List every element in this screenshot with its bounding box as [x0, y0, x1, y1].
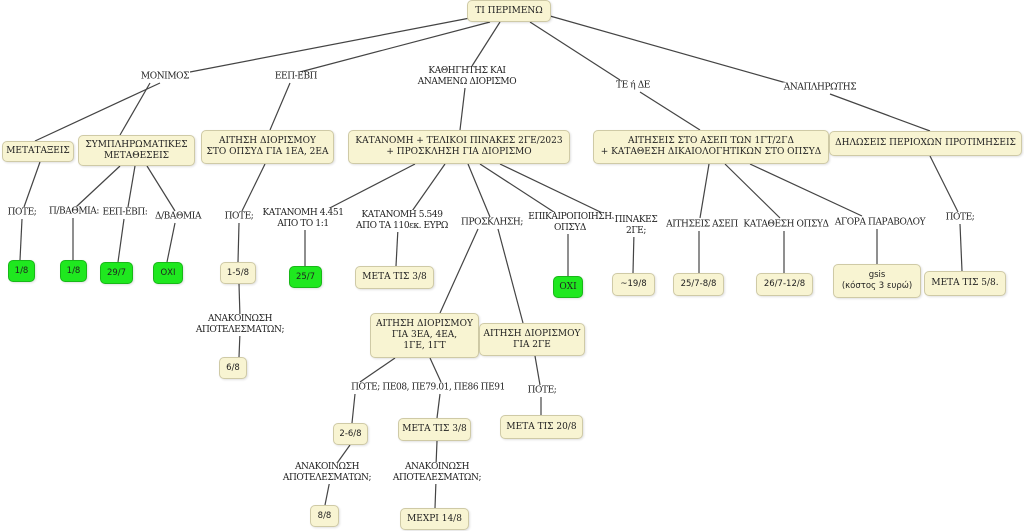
connector-line	[929, 155, 959, 213]
link-anakoinwsi: ΑΝΑΚΟΙΝΩΣΗ ΑΠΟΤΕΛΕΣΜΑΤΩΝ;	[281, 462, 373, 484]
connector-line	[534, 355, 541, 386]
answer-pbathmia[interactable]: 1/8	[60, 260, 87, 282]
connector-line	[34, 82, 161, 142]
node-metataxeis[interactable]: ΜΕΤΑΤΑΞΕΙΣ	[2, 141, 74, 162]
answer-metataxeis[interactable]: 1/8	[8, 260, 35, 282]
link-pbathmia: Π/ΒΑΘΜΙΑ:	[47, 206, 101, 218]
link-agora: ΑΓΟΡΑ ΠΑΡΑΒΟΛΟΥ	[833, 217, 927, 229]
link-pote: ΠΟΤΕ;	[223, 211, 255, 223]
answer-eep[interactable]: 29/7	[100, 262, 133, 284]
connector-line	[189, 17, 471, 73]
connector-line	[75, 165, 121, 208]
connector-line	[127, 165, 136, 208]
node-aitisi-2ge[interactable]: ΑΙΤΗΣΗ ΔΙΟΡΙΣΜΟΥ ΓΙΑ 2ΓΕ	[479, 323, 585, 356]
connector-line	[241, 163, 266, 212]
connector-line	[699, 163, 710, 219]
answer-katanomi-4451[interactable]: 25/7	[289, 266, 322, 288]
connector-line	[359, 357, 396, 383]
connector-line	[479, 163, 561, 217]
connector-line	[351, 393, 356, 424]
answer-katanomi-5549[interactable]: ΜΕΤΑ ΤΙΣ 3/8	[355, 266, 434, 289]
answer-pe-3ea[interactable]: ΜΕΤΑ ΤΙΣ 3/8	[398, 418, 471, 441]
answer-pote-2ge[interactable]: ΜΕΤΑ ΤΙΣ 20/8	[500, 415, 583, 439]
connector-line	[409, 163, 446, 215]
answer-katathesi[interactable]: 26/7-12/8	[756, 273, 813, 296]
node-aitisi-3ea[interactable]: ΑΙΤΗΣΗ ΔΙΟΡΙΣΜΟΥ ΓΙΑ 3ΕΑ, 4ΕΑ, 1ΓΕ, 1ΓΤ	[370, 313, 479, 358]
connector-line	[639, 91, 701, 131]
connector-line	[435, 440, 438, 467]
answer-anakoinwsi-26[interactable]: 8/8	[310, 505, 339, 527]
answer-dbathmia[interactable]: ΟΧΙ	[153, 262, 183, 284]
node-katanomi[interactable]: ΚΑΤΑΝΟΜΗ + ΤΕΛΙΚΟΙ ΠΙΝΑΚΕΣ 2ΓΕ/2023 + ΠΡ…	[348, 130, 570, 164]
connector-line	[237, 222, 240, 263]
connector-line	[238, 283, 241, 319]
connector-line	[497, 228, 524, 324]
connector-line	[166, 222, 176, 263]
answer-aitisi-eep[interactable]: 1-5/8	[220, 262, 256, 284]
branch-monimos: ΜΟΝΙΜΟΣ	[139, 71, 191, 83]
link-pote-pe: ΠΟΤΕ; ΠΕ08, ΠΕ79.01, ΠΕ86 ΠΕ91	[350, 382, 506, 394]
answer-pinakes[interactable]: ~19/8	[612, 273, 655, 296]
link-aitiseis-asep: ΑΙΤΗΣΕΙΣ ΑΣΕΠ	[665, 219, 739, 231]
node-aitisi-eep[interactable]: ΑΙΤΗΣΗ ΔΙΟΡΙΣΜΟΥ ΣΤΟ ΟΠΣΥΔ ΓΙΑ 1ΕΑ, 2ΕΑ	[201, 130, 334, 164]
link-pote: ΠΟΤΕ;	[6, 207, 38, 219]
answer-pote-3ea[interactable]: 2-6/8	[333, 423, 368, 445]
connector-line	[119, 82, 151, 136]
connector-line	[23, 161, 41, 208]
link-epikairopoiisi: ΕΠΙΚΑΙΡΟΠΟΙΗΣΗ ΟΠΣΥΔ	[527, 212, 613, 234]
node-aitiseis-asep[interactable]: ΑΙΤΗΣΕΙΣ ΣΤΟ ΑΣΕΠ ΤΩΝ 1ΓΤ/2ΓΔ + ΚΑΤΑΘΕΣΗ…	[593, 130, 829, 164]
connector-line	[117, 218, 125, 263]
link-pinakes: ΠΙΝΑΚΕΣ 2ΓΕ;	[613, 215, 659, 237]
answer-anakoinwsi-38[interactable]: ΜΕΧΡΙ 14/8	[400, 508, 469, 530]
link-anakoinwsi: ΑΝΑΚΟΙΝΩΣΗ ΑΠΟΤΕΛΕΣΜΑΤΩΝ;	[194, 314, 286, 336]
answer-aitiseis-asep[interactable]: 25/7-8/8	[673, 273, 724, 296]
connector-line	[434, 479, 437, 509]
root-node[interactable]: ΤΙ ΠΕΡΙΜΕΝΩ	[467, 0, 551, 22]
connector-line	[299, 21, 491, 73]
connector-line	[529, 21, 621, 81]
connector-line	[436, 393, 441, 419]
connector-line	[395, 227, 399, 267]
branch-eep: ΕΕΠ-ΕΒΠ	[273, 71, 319, 83]
connector-line	[146, 165, 176, 212]
connector-line	[749, 163, 863, 217]
branch-te-de: ΤΕ ή ΔΕ	[615, 80, 651, 92]
connector-line	[439, 228, 479, 314]
answer-agora[interactable]: gsis (κόστος 3 ευρώ)	[833, 264, 921, 298]
node-symplirwmatikes[interactable]: ΣΥΜΠΛΗΡΩΜΑΤΙΚΕΣ ΜΕΤΑΘΕΣΕΙΣ	[78, 135, 195, 166]
answer-epikairopoiisi[interactable]: ΟΧΙ	[553, 276, 583, 298]
connector-line	[829, 93, 931, 132]
link-eep-ebp: ΕΕΠ-ΕΒΠ:	[101, 207, 149, 219]
node-dilwseis[interactable]: ΔΗΛΩΣΕΙΣ ΠΕΡΙΟΧΩΝ ΠΡΟΤΙΜΗΣΕΙΣ	[829, 131, 1022, 156]
link-katanomi-5549: ΚΑΤΑΝΟΜΗ 5.549 ΑΠΟ ΤΑ 110εκ. ΕΥΡΩ	[355, 210, 449, 232]
connector-line	[471, 21, 501, 67]
link-anakoinwsi: ΑΝΑΚΟΙΝΩΣΗ ΑΠΟΤΕΛΕΣΜΑΤΩΝ;	[391, 462, 483, 484]
answer-dilwseis[interactable]: ΜΕΤΑ ΤΙΣ 5/8.	[924, 271, 1006, 296]
connector-line	[324, 479, 331, 506]
connector-line	[19, 218, 23, 261]
link-prosklisi: ΠΡΟΣΚΛΗΣΗ;	[460, 217, 524, 229]
link-katathesi: ΚΑΤΑΘΕΣΗ ΟΠΣΥΔ	[742, 219, 830, 231]
connector-line	[269, 82, 291, 131]
link-katanomi-4451: ΚΑΤΑΝΟΜΗ 4.451 ΑΠΟ ΤΟ 1:1	[261, 208, 345, 230]
connector-line	[429, 357, 442, 383]
connector-line	[632, 231, 635, 274]
link-pote: ΠΟΤΕ;	[944, 212, 976, 224]
link-dbathmia: Δ/ΒΑΘΜΙΑ	[153, 211, 203, 223]
branch-anaplirotis: ΑΝΑΠΛΗΡΩΤΗΣ	[782, 82, 858, 94]
connector-line	[467, 163, 491, 218]
connector-line	[724, 163, 781, 219]
connector-line	[459, 87, 466, 131]
connector-line	[321, 163, 416, 213]
branch-kathigitis: ΚΑΘΗΓΗΤΗΣ ΚΑΙ ΑΝΑΜΕΝΩ ΔΙΟΡΙΣΜΟ	[416, 66, 518, 88]
connector-line	[549, 15, 791, 85]
connector-line	[238, 331, 241, 358]
link-pote: ΠΟΤΕ;	[526, 385, 558, 397]
connector-line	[959, 223, 963, 272]
connector-line	[499, 163, 616, 220]
answer-anakoinwsi-eep[interactable]: 6/8	[219, 357, 247, 379]
